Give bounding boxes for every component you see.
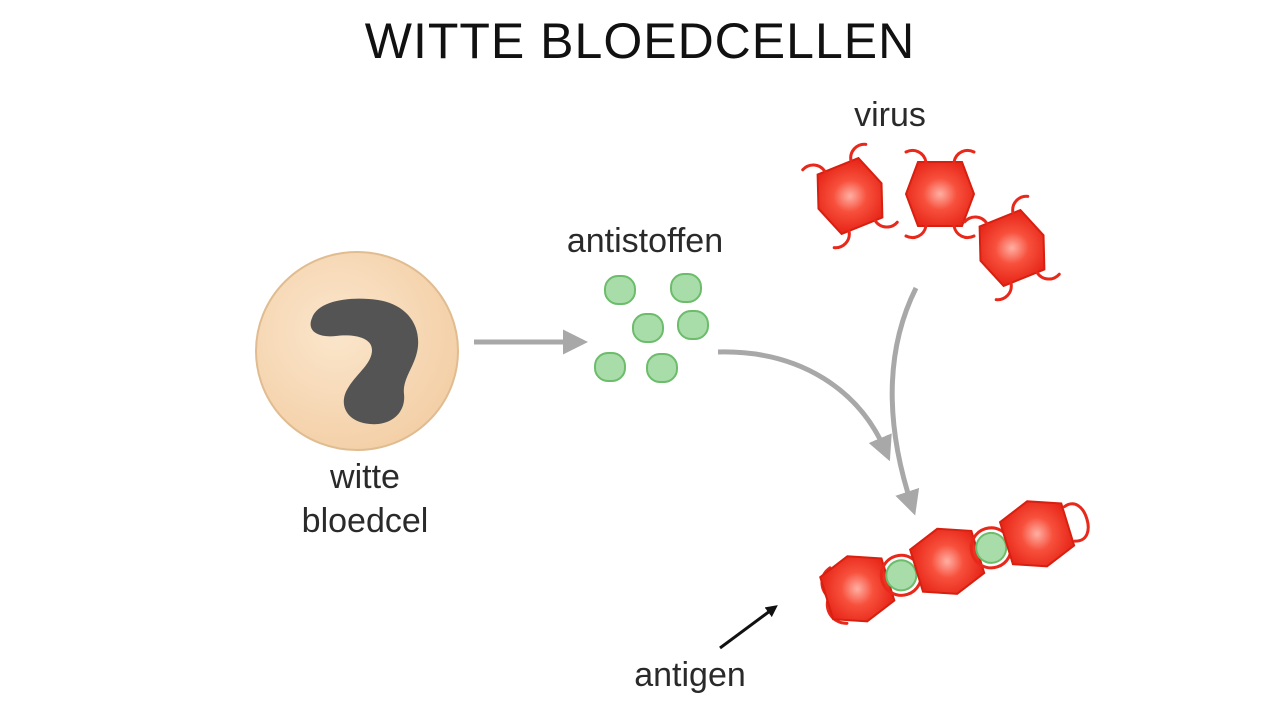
virus-group <box>800 141 1062 303</box>
antibody <box>646 353 678 383</box>
antibody <box>604 275 636 305</box>
arrow-antigen-pointer <box>719 605 778 650</box>
arrow-antibodies-to-chain <box>717 349 892 462</box>
antibody-cluster <box>594 273 709 383</box>
virus <box>800 141 900 251</box>
page-title: WITTE BLOEDCELLEN <box>364 13 916 69</box>
chained-virus <box>908 527 986 595</box>
cell-nucleus <box>310 298 419 425</box>
virus <box>962 193 1062 303</box>
virus-antibody-chain <box>819 500 1090 625</box>
chained-virus <box>998 500 1076 568</box>
antibody <box>670 273 702 303</box>
arrow-virus-to-chain <box>889 286 920 516</box>
antibody <box>594 352 626 382</box>
white-blood-cell-label-line2: bloedcel <box>301 502 429 540</box>
chained-virus <box>819 555 896 623</box>
antibody <box>632 313 664 343</box>
white-blood-cell <box>255 251 459 451</box>
antibodies-label: antistoffen <box>566 222 724 260</box>
white-blood-cell-label-line1: witte <box>330 458 400 496</box>
virus <box>904 148 976 240</box>
antigen-label: antigen <box>634 656 746 694</box>
virus-label: virus <box>854 96 926 134</box>
antibody <box>677 310 709 340</box>
